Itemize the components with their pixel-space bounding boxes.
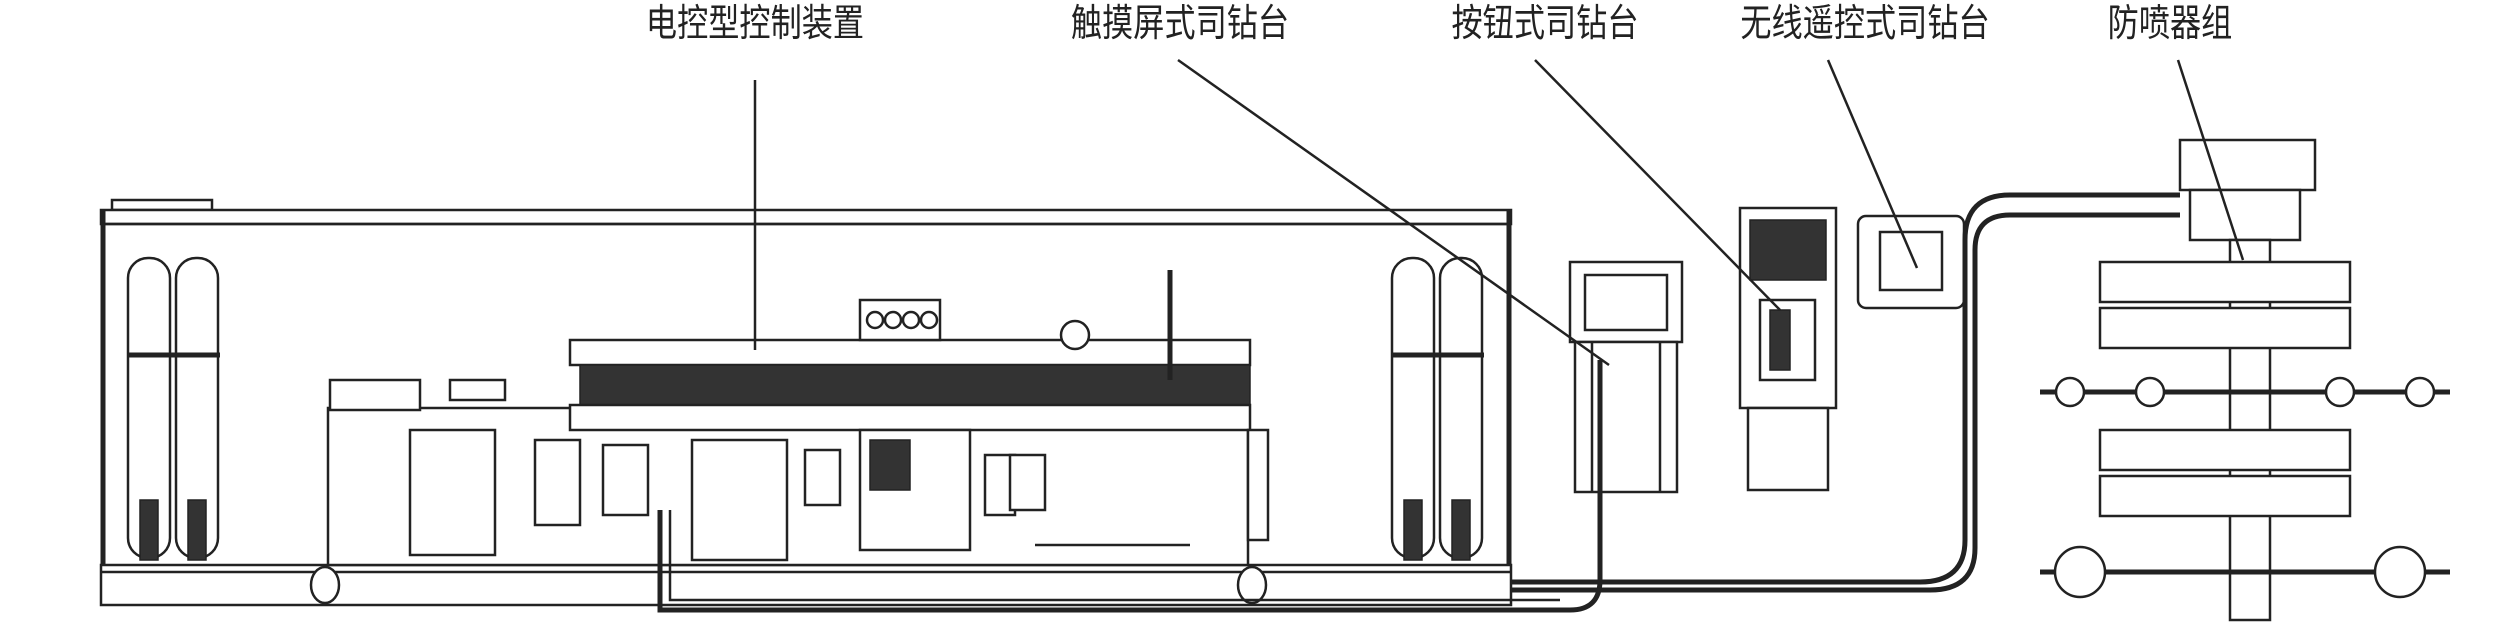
- button-driller-console: [1738, 206, 1838, 492]
- touchscreen-driller-console: [1568, 260, 1684, 494]
- accumulator-bottles-left: [126, 256, 220, 561]
- bop-stack-drawing: [2040, 138, 2450, 622]
- wireless-remote-console: [1856, 214, 1966, 310]
- skid-frame: [99, 198, 1513, 607]
- label-control-unit: 电控型控制装置: [645, 1, 865, 45]
- label-button-console: 按钮式司钻台: [1451, 1, 1639, 45]
- leader-lines: [753, 58, 2245, 367]
- control-hoses: [657, 192, 2180, 613]
- electric-control-unit: [326, 270, 1270, 567]
- accumulator-bottles-right: [1390, 256, 1484, 561]
- label-bop-stack: 防喷器组: [2107, 1, 2233, 45]
- label-touchscreen-console: 触摸屏式司钻台: [1070, 1, 1290, 45]
- label-wireless-console: 无线遥控式司钻台: [1740, 1, 1990, 45]
